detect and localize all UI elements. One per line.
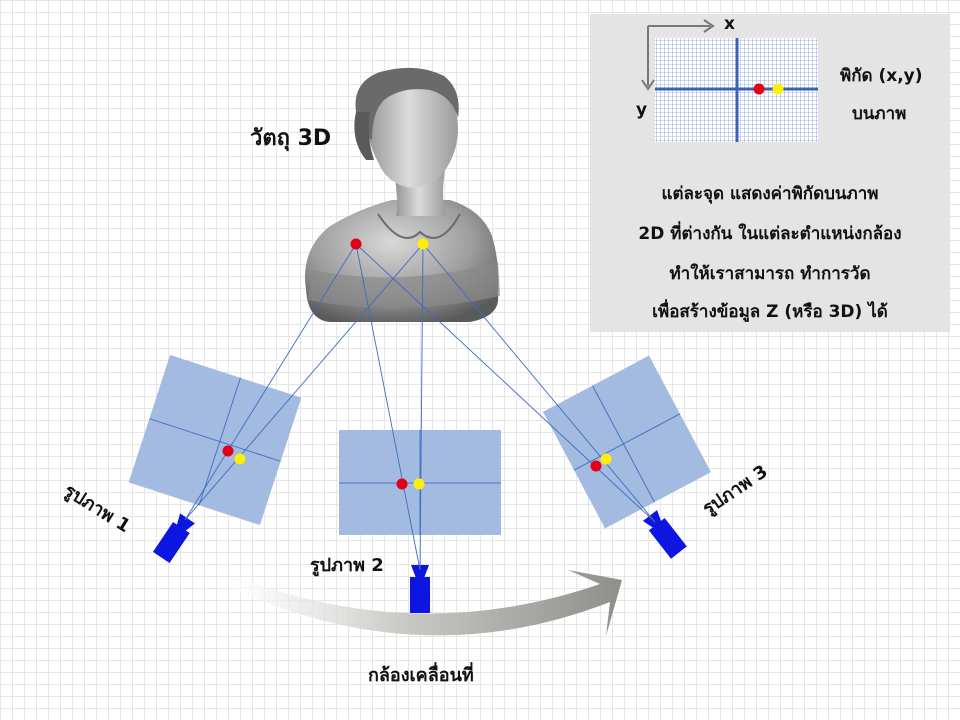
camera-motion-label: กล้องเคลื่อนที่: [368, 665, 474, 686]
image1-red-point: [222, 445, 234, 457]
image2-red-point: [396, 478, 408, 490]
ray-yellow-cam3: [422, 243, 656, 523]
explanation-line-4: เพื่อสร้างข้อมูล Z (หรือ 3D) ได้: [652, 302, 888, 322]
camera-2-icon: [410, 565, 430, 613]
legend-yellow-point: [772, 83, 784, 95]
image-plane-1: [128, 354, 302, 526]
bust-model: [305, 67, 500, 322]
explanation-line-2: 2D ที่ต่างกัน ในแต่ละตำแหน่งกล้อง: [638, 224, 902, 244]
ray-red-cam1: [184, 243, 357, 521]
axis-y-arrow: [641, 26, 655, 91]
legend-red-point: [753, 83, 765, 95]
image-plane-3: [543, 355, 711, 529]
ray-yellow-cam1: [184, 243, 424, 521]
image3-yellow-point: [600, 453, 612, 465]
coord-title-line2: บนภาพ: [852, 104, 907, 124]
ray-yellow-cam2: [419, 243, 424, 571]
ray-red-cam2: [355, 243, 421, 571]
ray-red-cam3: [355, 243, 656, 523]
object-label: วัตถุ 3D: [250, 126, 332, 151]
axis-x-arrow: [648, 19, 715, 33]
image1-yellow-point: [234, 453, 246, 465]
explanation-line-3: ทำให้เราสามารถ ทำการวัด: [669, 264, 871, 284]
image2-yellow-point: [413, 478, 425, 490]
axis-x-label: x: [724, 14, 735, 34]
camera-1-icon: [152, 513, 196, 564]
coord-title-line1: พิกัด (x,y): [840, 66, 923, 86]
coordinate-grid: [655, 38, 818, 142]
camera-motion-arrow: [228, 570, 622, 636]
image3-red-point: [590, 460, 602, 472]
object-red-point: [350, 238, 362, 250]
explanation-line-1: แต่ละจุด แสดงค่าพิกัดบนภาพ: [661, 184, 879, 204]
projection-rays: [184, 243, 656, 571]
object-yellow-point: [417, 238, 429, 250]
image-2-label: รูปภาพ 2: [310, 555, 384, 576]
axis-y-label: y: [636, 100, 648, 120]
